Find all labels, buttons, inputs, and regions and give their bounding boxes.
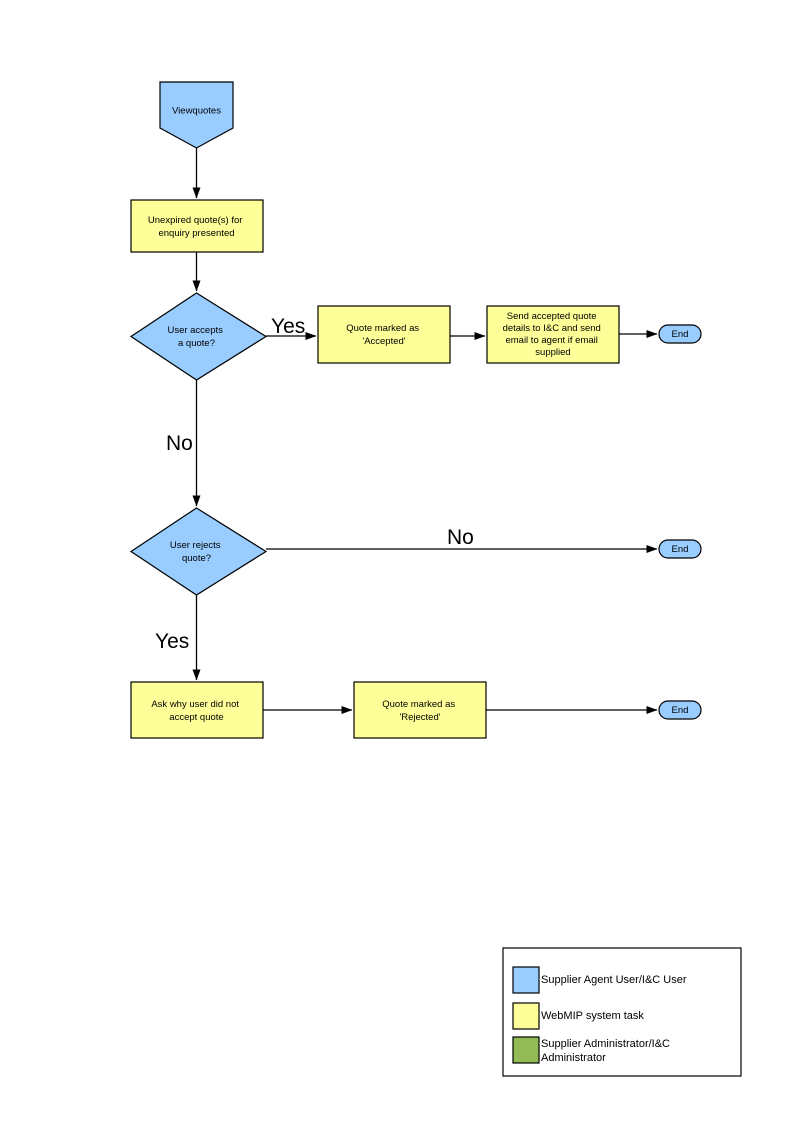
process-quote-marked-accepted[interactable]: Quote marked as 'Accepted' (317, 305, 451, 364)
process-send-accepted-quote-details[interactable]: Send accepted quote details to I&C and s… (486, 305, 620, 364)
end-node-no-reject-shape (658, 539, 702, 559)
decision-user-rejects-quote[interactable]: User rejects quote? (129, 507, 268, 596)
legend: Supplier Agent User/I&C User WebMIP syst… (502, 947, 742, 1077)
legend-label-system: WebMIP system task (541, 1010, 644, 1022)
decision-user-rejects-label: User rejects quote? (170, 540, 223, 564)
edge-label-no-accepts: No (166, 432, 193, 455)
edge-group (192, 148, 658, 714)
process-send-accepted-label: Send accepted quote details to I&C and s… (503, 311, 604, 358)
process-unexpired-quotes-shape (130, 199, 264, 253)
edge-label-yes-accepts: Yes (271, 315, 305, 338)
decision-user-rejects-shape (129, 507, 268, 596)
decision-user-accepts-quote[interactable]: User accepts a quote? (129, 292, 268, 381)
edge-label-no-rejects: No (447, 526, 474, 549)
edge-label-yes-rejects: Yes (155, 630, 189, 653)
legend-swatch-user (512, 966, 540, 994)
decision-user-accepts-label: User accepts a quote? (167, 325, 225, 349)
end-node-accepted-shape (658, 324, 702, 344)
legend-frame (502, 947, 742, 1077)
end-node-no-reject[interactable]: End (658, 539, 702, 559)
legend-item-supplier-administrator: Supplier Administrator/I&C Administrator (512, 1036, 673, 1064)
process-ask-why-user-did-not-accept[interactable]: Ask why user did not accept quote (130, 681, 264, 739)
end-node-rejected-label: End (672, 705, 689, 716)
process-send-accepted-shape (486, 305, 620, 364)
start-node-label: Viewquotes (172, 106, 221, 117)
process-ask-why-shape (130, 681, 264, 739)
end-node-accepted-label: End (672, 329, 689, 340)
start-node-view-quotes[interactable]: Viewquotes (159, 81, 234, 149)
process-unexpired-quotes[interactable]: Unexpired quote(s) for enquiry presented (130, 199, 264, 253)
end-node-rejected[interactable]: End (658, 700, 702, 720)
start-node-shape (159, 81, 234, 149)
process-unexpired-quotes-label: Unexpired quote(s) for enquiry presented (148, 215, 245, 239)
legend-label-user: Supplier Agent User/I&C User (541, 974, 687, 986)
process-quote-marked-rejected[interactable]: Quote marked as 'Rejected' (353, 681, 487, 739)
end-node-no-reject-label: End (672, 544, 689, 555)
legend-label-admin: Supplier Administrator/I&C Administrator (541, 1038, 673, 1064)
process-quote-accepted-shape (317, 305, 451, 364)
end-node-rejected-shape (658, 700, 702, 720)
process-quote-rejected-shape (353, 681, 487, 739)
legend-swatch-admin (512, 1036, 540, 1064)
decision-user-accepts-shape (129, 292, 268, 381)
legend-item-webmip-system-task: WebMIP system task (512, 1002, 644, 1030)
end-node-accepted[interactable]: End (658, 324, 702, 344)
process-quote-rejected-label: Quote marked as 'Rejected' (382, 699, 458, 723)
process-quote-accepted-label: Quote marked as 'Accepted' (346, 323, 422, 347)
legend-swatch-system (512, 1002, 540, 1030)
legend-item-supplier-agent-user: Supplier Agent User/I&C User (512, 966, 687, 994)
process-ask-why-label: Ask why user did not accept quote (151, 699, 241, 723)
